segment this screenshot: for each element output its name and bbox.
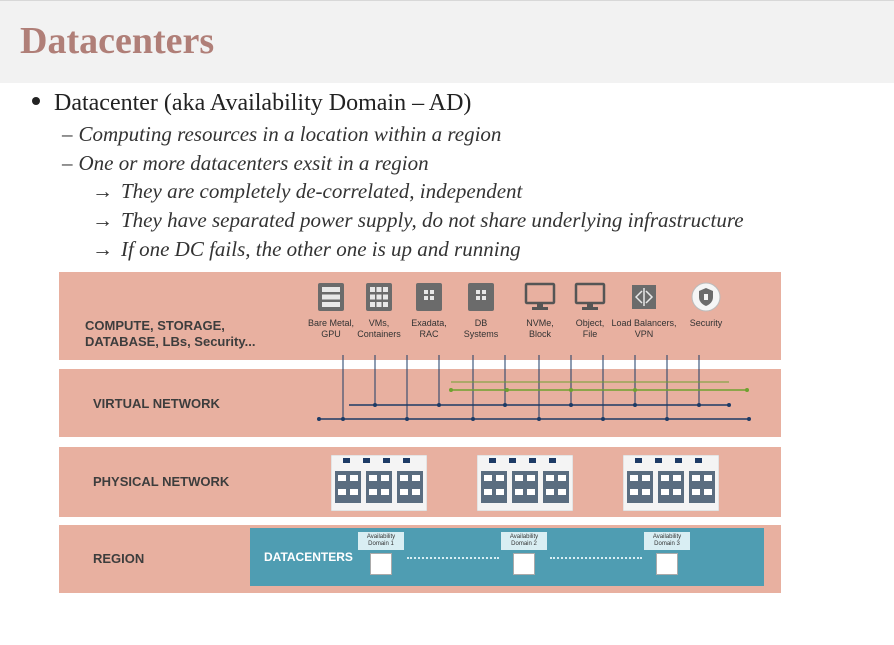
- ad-label-line1: Availability: [366, 534, 396, 540]
- database-server-icon: [416, 283, 442, 311]
- service-label-line1: Security: [689, 318, 723, 328]
- sub-bullet-text: One or more datacenters exsit in a regio…: [78, 151, 429, 175]
- monitor-icon: [524, 282, 556, 310]
- dash-icon: –: [62, 122, 73, 146]
- compute-label-line2: DATABASE, LBs, Security...: [85, 334, 256, 349]
- service-label-line1: VMs,: [368, 318, 390, 328]
- service-label-line1: Exadata,: [411, 318, 447, 328]
- switch-cluster-icon: [331, 455, 427, 511]
- availability-domain-label: Availability Domain 1: [358, 532, 404, 550]
- ad-label-line2: Domain 3: [654, 541, 680, 547]
- database-server-icon: [468, 283, 494, 311]
- datacenter-building-icon: [370, 553, 392, 575]
- virtual-network-label: VIRTUAL NETWORK: [93, 396, 220, 411]
- service-label-line1: DB: [474, 318, 488, 328]
- service-label-line2: Containers: [357, 329, 401, 339]
- service-label-line2: GPU: [321, 329, 341, 339]
- availability-domain-1: Availability Domain 1: [358, 532, 404, 575]
- sub-bullet-1: –Computing resources in a location withi…: [62, 122, 501, 147]
- service-label-line1: Bare Metal,: [307, 318, 355, 328]
- availability-domain-label: Availability Domain 2: [501, 532, 547, 550]
- datacenter-building-icon: [513, 553, 535, 575]
- arrow-bullet-1: → They are completely de-correlated, inde…: [92, 179, 522, 204]
- service-label-line2: File: [582, 329, 598, 339]
- arrow-bullet-3: → If one DC fails, the other one is up an…: [92, 237, 521, 262]
- service-label-line2: VPN: [634, 329, 654, 339]
- load-balancer-icon: [632, 285, 656, 309]
- ad-label-line1: Availability: [652, 534, 682, 540]
- availability-domain-3: Availability Domain 3: [644, 532, 690, 575]
- service-label-line2: RAC: [419, 329, 439, 339]
- connector-dots: [550, 557, 642, 559]
- availability-domain-2: Availability Domain 2: [501, 532, 547, 575]
- virtual-network-lines: [317, 355, 751, 421]
- title-bar: Datacenters: [0, 0, 894, 83]
- service-vms: VMs, Containers: [352, 282, 406, 340]
- datacenters-label: DATACENTERS: [264, 550, 353, 564]
- datacenter-building-icon: [656, 553, 678, 575]
- compute-layer-label: COMPUTE, STORAGE, DATABASE, LBs, Securit…: [85, 318, 255, 350]
- arrow-bullet-text: They are completely de-correlated, indep…: [121, 179, 523, 203]
- server-rack-icon: [318, 283, 344, 311]
- service-security: Security: [683, 282, 729, 329]
- monitor-icon: [574, 282, 606, 310]
- service-db-systems: DB Systems: [456, 282, 506, 340]
- arrow-bullet-text: They have separated power supply, do not…: [121, 208, 744, 232]
- vm-grid-icon: [366, 283, 392, 311]
- service-object: Object, File: [565, 282, 615, 340]
- architecture-diagram: COMPUTE, STORAGE, DATABASE, LBs, Securit…: [59, 272, 781, 596]
- service-label-line1: Load Balancers,: [611, 318, 677, 328]
- connector-dots: [407, 557, 499, 559]
- bullet-main: Datacenter (aka Availability Domain – AD…: [32, 90, 471, 117]
- datacenters-box: DATACENTERS Availability Domain 1 Availa…: [250, 528, 764, 586]
- switch-cluster-icon: [477, 455, 573, 511]
- service-label-line2: Block: [528, 329, 551, 339]
- service-label-line2: Systems: [463, 329, 499, 339]
- dash-icon: –: [62, 151, 73, 175]
- service-load-balancers: Load Balancers, VPN: [607, 282, 681, 340]
- right-arrow-icon: →: [92, 179, 113, 203]
- service-exadata: Exadata, RAC: [404, 282, 454, 340]
- ad-label-line2: Domain 2: [511, 541, 537, 547]
- availability-domain-label: Availability Domain 3: [644, 532, 690, 550]
- arrow-bullet-2: → They have separated power supply, do no…: [92, 208, 744, 233]
- page-title: Datacenters: [20, 20, 215, 62]
- bullet-dot-icon: [32, 97, 40, 106]
- shield-icon: [691, 282, 721, 312]
- sub-bullet-2: –One or more datacenters exsit in a regi…: [62, 151, 429, 176]
- right-arrow-icon: →: [92, 208, 113, 232]
- service-nvme: NVMe, Block: [515, 282, 565, 340]
- sub-bullet-text: Computing resources in a location within…: [78, 122, 502, 146]
- bullet-main-text: Datacenter (aka Availability Domain – AD…: [54, 90, 472, 116]
- virtual-network-layer: VIRTUAL NETWORK: [59, 355, 781, 437]
- service-label-line1: NVMe,: [526, 318, 554, 328]
- service-label-line1: Object,: [575, 318, 605, 328]
- ad-label-line1: Availability: [509, 534, 539, 540]
- switch-cluster-icon: [623, 455, 719, 511]
- physical-network-layer: PHYSICAL NETWORK: [59, 447, 781, 517]
- right-arrow-icon: →: [92, 237, 113, 261]
- service-bare-metal: Bare Metal, GPU: [301, 282, 361, 340]
- ad-label-line2: Domain 1: [368, 541, 394, 547]
- region-label: REGION: [93, 551, 145, 566]
- arrow-bullet-text: If one DC fails, the other one is up and…: [121, 237, 521, 261]
- compute-layer: COMPUTE, STORAGE, DATABASE, LBs, Securit…: [59, 272, 781, 360]
- physical-network-label: PHYSICAL NETWORK: [93, 474, 230, 489]
- compute-label-line1: COMPUTE, STORAGE,: [85, 318, 225, 333]
